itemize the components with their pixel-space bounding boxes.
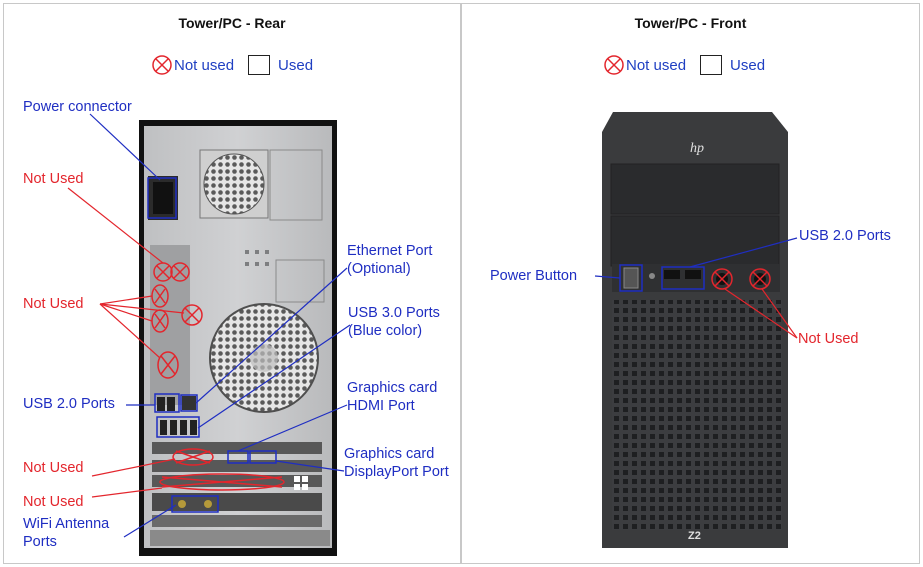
not-used-label: Not Used bbox=[23, 171, 84, 187]
ethernet-marker bbox=[180, 394, 198, 412]
legend-used-label: Used bbox=[730, 56, 766, 74]
legend-not-used-label: Not used bbox=[174, 56, 235, 74]
rear-tower-image bbox=[139, 120, 337, 556]
displayport-label-line1: Graphics card bbox=[344, 446, 435, 462]
wifi-antenna-label-line1: WiFi Antenna bbox=[23, 516, 110, 532]
usb20-front-label: USB 2.0 Ports bbox=[799, 228, 891, 244]
ethernet-label-line2: (Optional) bbox=[347, 261, 411, 277]
front-legend: Not used Used bbox=[604, 52, 765, 78]
legend-not-used-label: Not used bbox=[626, 56, 687, 74]
wifi-antenna-label-line2: Ports bbox=[23, 534, 57, 550]
not-used-label: Not Used bbox=[23, 296, 84, 312]
wifi-antenna-marker bbox=[171, 495, 219, 513]
usb30-label-line2: (Blue color) bbox=[348, 323, 423, 339]
usb30-label-line1: USB 3.0 Ports bbox=[348, 305, 440, 321]
rear-legend: Not used Used bbox=[152, 52, 313, 78]
ethernet-label: Ethernet Port (Optional) bbox=[347, 242, 432, 278]
displayport-marker bbox=[249, 450, 277, 464]
hdmi-label: Graphics card HDMI Port bbox=[347, 379, 437, 415]
hdmi-label-line1: Graphics card bbox=[347, 380, 438, 396]
power-connector-label: Power connector bbox=[23, 99, 132, 115]
not-used-marker bbox=[172, 448, 214, 466]
not-used-marker bbox=[711, 268, 771, 290]
legend-used-label: Used bbox=[278, 56, 314, 74]
hdmi-label-line2: HDMI Port bbox=[347, 398, 415, 414]
front-title: Tower/PC - Front bbox=[634, 15, 747, 31]
usb20-rear-marker bbox=[154, 393, 180, 413]
front-tower-image bbox=[602, 112, 788, 548]
not-used-marker bbox=[159, 473, 285, 491]
not-used-label: Not Used bbox=[23, 494, 84, 510]
not-used-marker bbox=[151, 284, 203, 379]
displayport-label-line2: DisplayPort Port bbox=[344, 464, 449, 480]
wifi-antenna-label: WiFi Antenna Ports bbox=[23, 515, 109, 551]
not-used-legend-icon bbox=[604, 55, 624, 75]
usb20-rear-label: USB 2.0 Ports bbox=[23, 396, 115, 412]
ethernet-label-line1: Ethernet Port bbox=[347, 243, 433, 259]
power-button-label: Power Button bbox=[490, 268, 578, 284]
used-legend-icon bbox=[248, 55, 271, 75]
power-connector-marker bbox=[147, 177, 177, 219]
not-used-label: Not Used bbox=[23, 460, 84, 476]
displayport-label: Graphics card DisplayPort Port bbox=[344, 445, 449, 481]
front-not-used-label: Not Used bbox=[798, 331, 859, 347]
z2-logo: Z2 bbox=[688, 530, 701, 542]
not-used-legend-icon bbox=[152, 55, 172, 75]
used-legend-icon bbox=[700, 55, 723, 75]
rear-title: Tower/PC - Rear bbox=[178, 15, 286, 31]
hp-logo: hp bbox=[690, 141, 704, 156]
usb20-front-marker bbox=[661, 266, 705, 290]
usb30-label: USB 3.0 Ports (Blue color) bbox=[348, 304, 440, 340]
